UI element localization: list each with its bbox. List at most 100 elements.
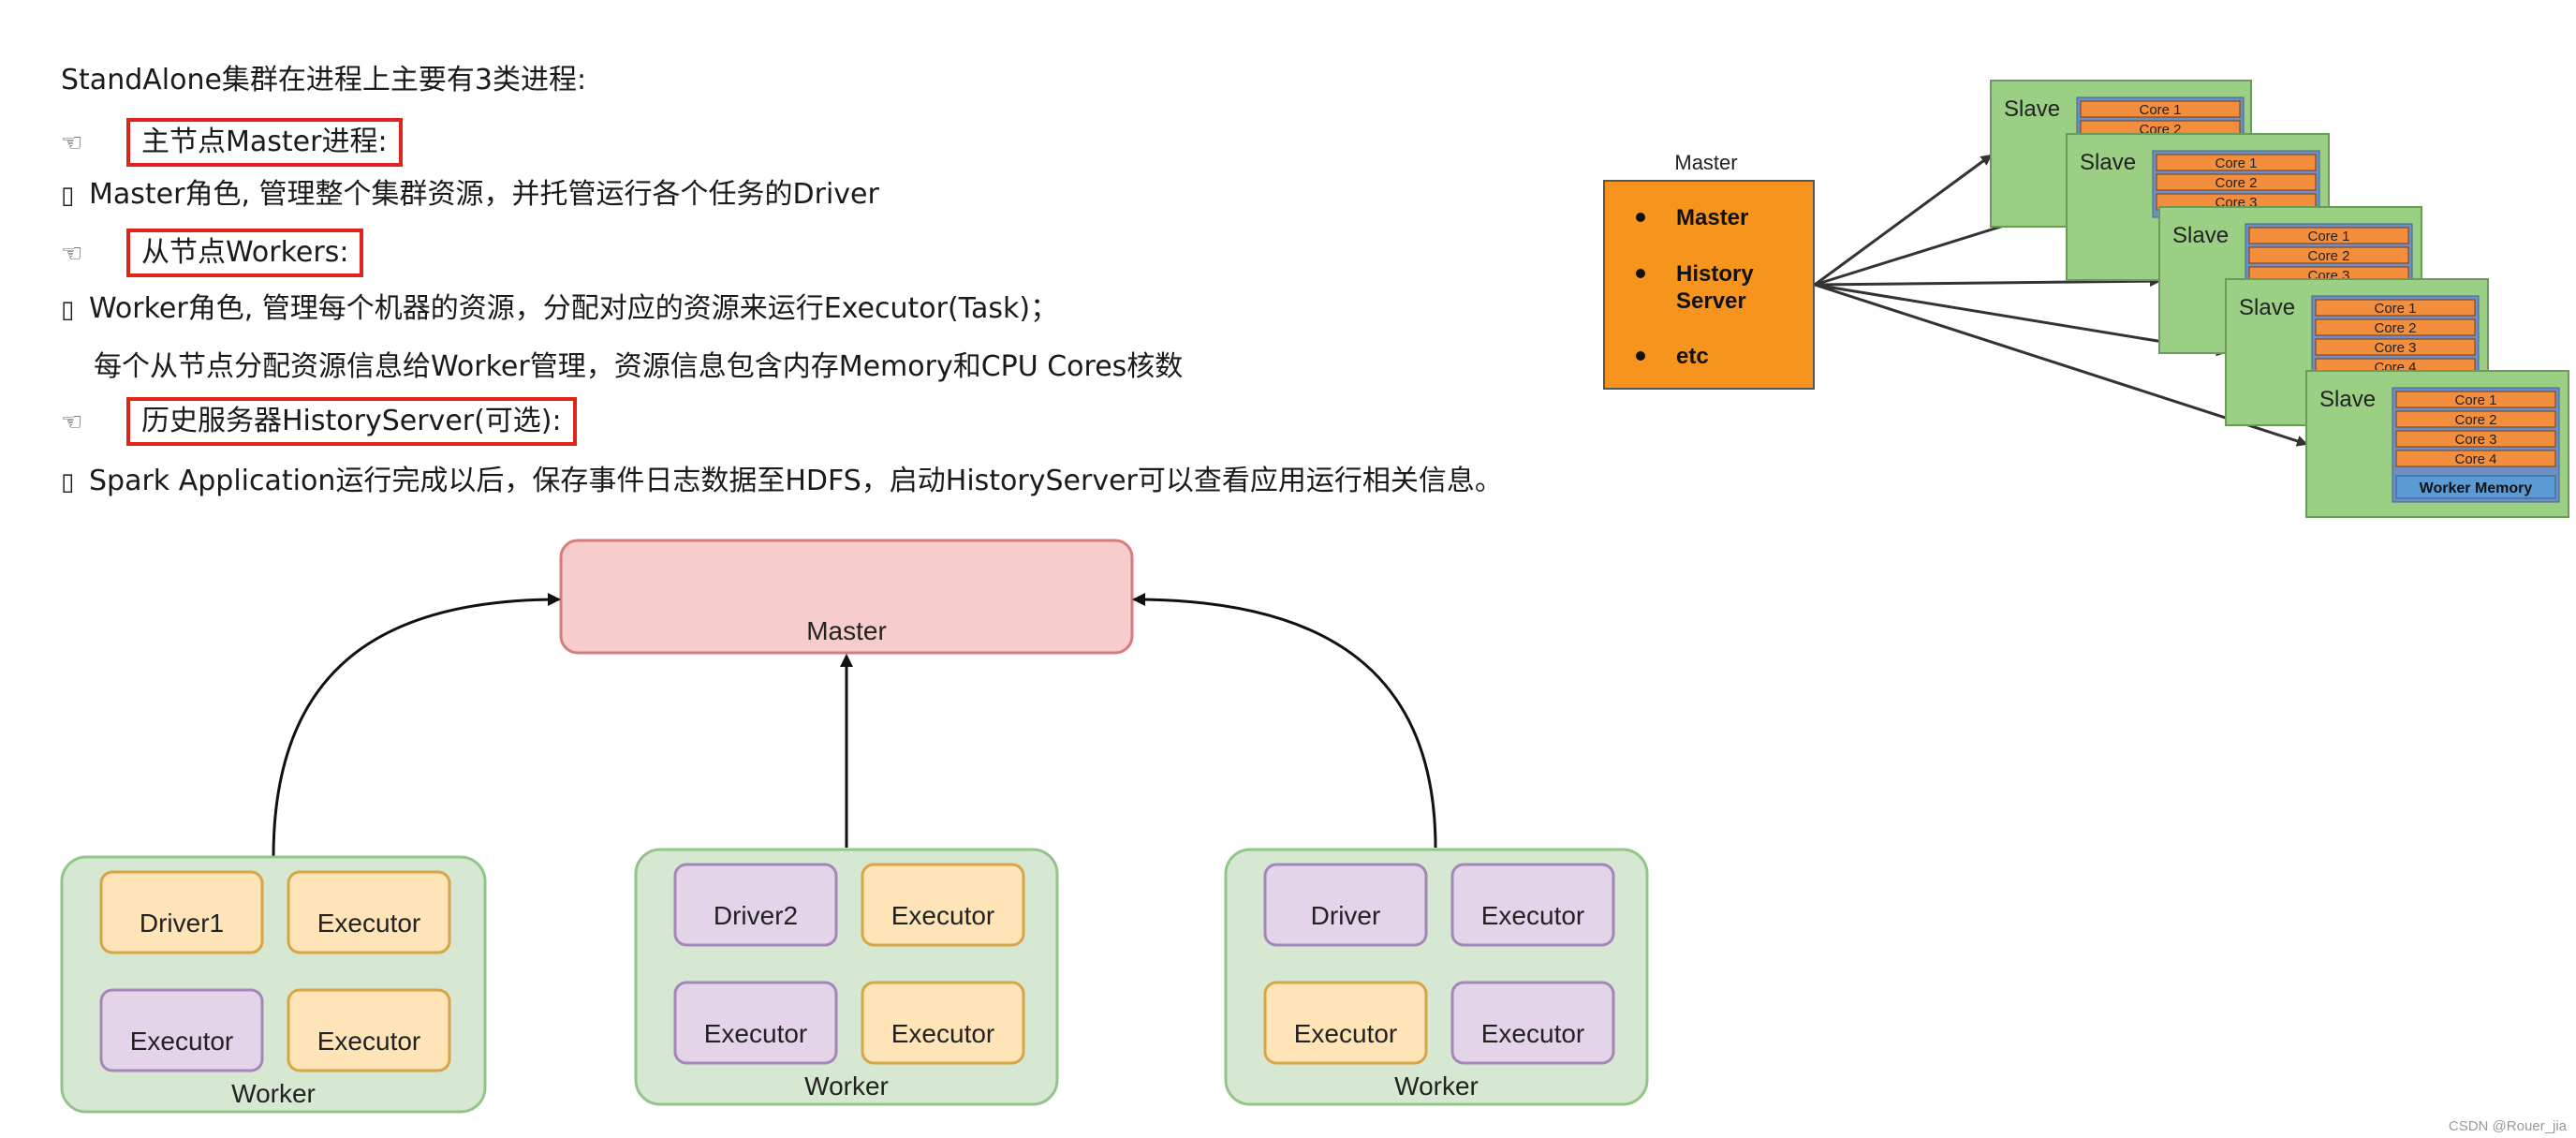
worker-desc-2: 每个从节点分配资源信息给Worker管理，资源信息包含内存Memory和CPU … — [94, 350, 1184, 383]
history-heading: 历史服务器HistoryServer(可选): — [126, 397, 577, 446]
pointing-hand-icon: ☜ — [61, 408, 83, 436]
slave-arrow — [1814, 154, 1993, 287]
bullet-icon: ▯ — [61, 182, 75, 210]
driver-box — [1263, 863, 1428, 947]
driver-box — [99, 870, 264, 954]
driver-label: Driver1 — [140, 909, 224, 938]
master-heading: 主节点Master进程: — [126, 118, 403, 167]
core-cell — [2395, 391, 2556, 408]
core-cell — [2395, 430, 2556, 448]
core-label: Core 1 — [2139, 102, 2181, 118]
core-label: Core 1 — [2374, 301, 2416, 317]
executor-box — [861, 981, 1025, 1065]
core-cell — [2156, 173, 2317, 191]
executor-label: Executor — [891, 1019, 995, 1048]
core-label: Core 2 — [2374, 320, 2416, 336]
executor-label: Executor — [891, 901, 995, 930]
driver-box — [673, 863, 838, 947]
worker-label: Worker — [231, 1079, 316, 1108]
slave-arrow — [1814, 283, 2308, 447]
worker-label: Worker — [1394, 1071, 1479, 1101]
core-label: Core 4 — [2454, 451, 2496, 467]
core-label: Core 3 — [2454, 432, 2496, 448]
executor-box — [1450, 981, 1615, 1065]
core-cell — [2315, 299, 2476, 317]
master-node — [559, 539, 1134, 655]
history-desc-row: ▯ Spark Application运行完成以后，保存事件日志数据至HDFS，启… — [61, 463, 1503, 501]
slave-label: Slave — [2004, 96, 2060, 122]
slave-arrow — [1814, 275, 2161, 288]
core-label: Core 1 — [2215, 155, 2257, 171]
executor-box — [861, 863, 1025, 947]
arrow-worker3-to-master — [1132, 593, 1437, 849]
intro-text: StandAlone集群在进程上主要有3类进程: — [61, 64, 587, 96]
core-label: Core 3 — [2374, 340, 2416, 356]
right-master-title: Master — [1674, 151, 1737, 174]
worker-desc-row: ▯ Worker角色, 管理每个机器的资源，分配对应的资源来运行Executor(… — [61, 290, 1058, 329]
core-cell — [2395, 450, 2556, 467]
executor-label: Executor — [130, 1027, 234, 1056]
worker-label: Worker — [804, 1071, 889, 1101]
worker-memory-label: Worker Memory — [2420, 480, 2533, 496]
core-cell — [2315, 318, 2476, 336]
executor-label: Executor — [1481, 1019, 1585, 1048]
driver-label: Driver2 — [714, 901, 798, 930]
core-cell — [2248, 246, 2409, 264]
core-cell — [2156, 154, 2317, 171]
core-label: Core 2 — [2307, 248, 2349, 264]
executor-box — [673, 981, 838, 1065]
core-cell — [2395, 410, 2556, 428]
worker-desc: Worker角色, 管理每个机器的资源，分配对应的资源来运行Executor(T… — [89, 292, 1059, 325]
core-cell — [2080, 100, 2241, 118]
core-label: Core 1 — [2454, 392, 2496, 408]
pointing-hand-icon: ☜ — [61, 129, 83, 157]
core-label: Core 2 — [2215, 175, 2257, 191]
right-arrows — [1814, 154, 2308, 447]
master-item-label: Master — [1676, 205, 1748, 230]
executor-label: Executor — [1481, 901, 1585, 930]
executor-label: Executor — [317, 909, 421, 938]
bullet-dot — [1636, 269, 1645, 278]
bullet-icon: ▯ — [61, 296, 75, 324]
workers-heading: 从节点Workers: — [126, 229, 364, 277]
core-cell — [2248, 227, 2409, 244]
history-desc: Spark Application运行完成以后，保存事件日志数据至HDFS，启动… — [89, 465, 1503, 497]
pointing-hand-icon: ☜ — [61, 240, 83, 268]
history-heading-row: ☜ 历史服务器HistoryServer(可选): — [61, 397, 577, 446]
executor-box — [287, 870, 451, 954]
slave-label: Slave — [2080, 150, 2136, 175]
executor-box — [287, 988, 451, 1072]
master-heading-row: ☜ 主节点Master进程: — [61, 118, 403, 167]
arrow-worker1-to-master — [272, 593, 561, 858]
master-desc: Master角色, 管理整个集群资源，并托管运行各个任务的Driver — [89, 178, 879, 211]
core-cell — [2315, 338, 2476, 356]
master-desc-row: ▯ Master角色, 管理整个集群资源，并托管运行各个任务的Driver — [61, 176, 879, 214]
executor-box — [99, 988, 264, 1072]
executor-box — [1263, 981, 1428, 1065]
bullet-icon: ▯ — [61, 468, 75, 496]
slave-arrow — [1814, 283, 2228, 357]
driver-label: Driver — [1311, 901, 1381, 930]
slave-label: Slave — [2172, 223, 2229, 248]
slave-label: Slave — [2239, 295, 2295, 320]
worker-memory-box — [2395, 475, 2556, 499]
slave-node: Slave Core 1 Core 2 Core 3 Core 4 Worker Memo… — [2305, 370, 2569, 518]
executor-label: Executor — [317, 1027, 421, 1056]
bullet-dot — [1636, 351, 1645, 361]
workers-heading-row: ☜ 从节点Workers: — [61, 229, 364, 277]
executor-box — [1450, 863, 1615, 947]
executor-label: Executor — [704, 1019, 808, 1048]
core-label: Core 2 — [2454, 412, 2496, 428]
slave-label: Slave — [2319, 387, 2376, 412]
master-node-label: Master — [806, 616, 887, 645]
master-item-label: etc — [1676, 344, 1709, 369]
watermark: CSDN @Rouer_jia — [2448, 1118, 2567, 1134]
